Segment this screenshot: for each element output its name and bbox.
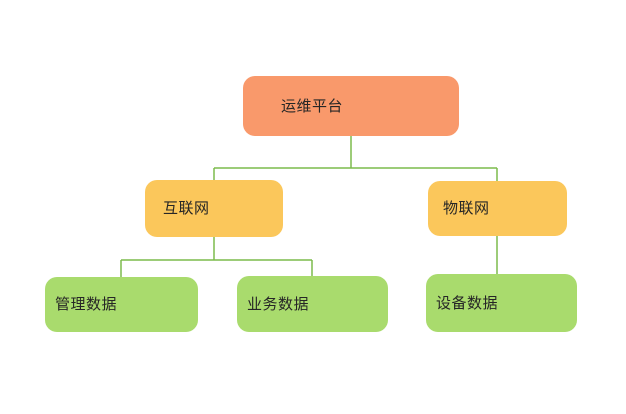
node-management-data-label: 管理数据: [55, 295, 118, 313]
node-internet: 互联网: [145, 180, 283, 237]
node-iot-label: 物联网: [443, 199, 490, 217]
node-iot: 物联网: [428, 181, 567, 236]
node-device-data-label: 设备数据: [436, 293, 499, 312]
node-business-data: 业务数据: [237, 276, 388, 332]
node-business-data-label: 业务数据: [247, 294, 310, 313]
node-ops-platform: 运维平台: [243, 76, 459, 136]
node-device-data: 设备数据: [426, 274, 577, 332]
node-management-data: 管理数据: [45, 277, 198, 332]
node-ops-platform-label: 运维平台: [281, 96, 344, 115]
node-internet-label: 互联网: [163, 199, 210, 217]
